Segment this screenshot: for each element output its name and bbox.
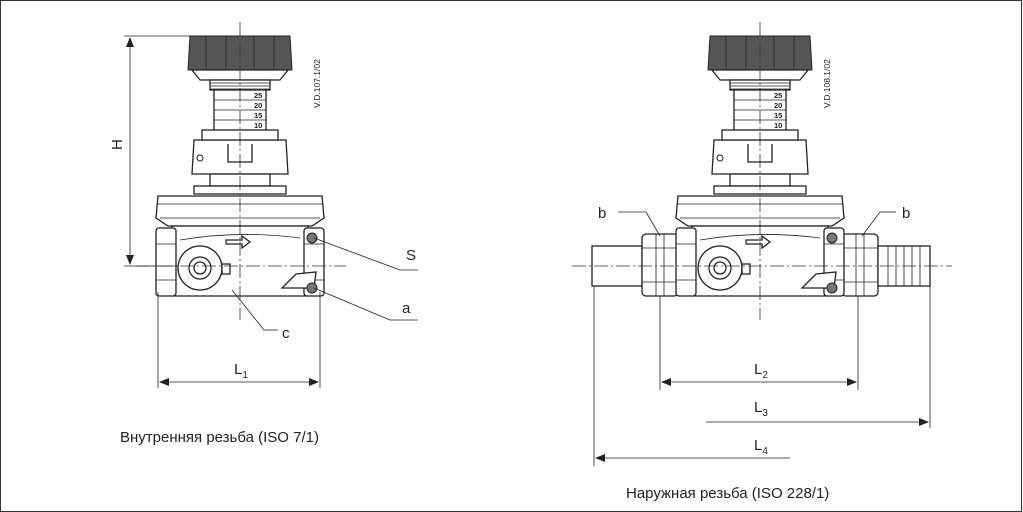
a-label: a — [402, 300, 411, 317]
left-scale-20: 20 — [254, 101, 262, 110]
c-leader — [231, 289, 265, 331]
left-caption: Внутренняя резьба (ISO 7/1) — [120, 429, 319, 446]
l1-label: L1 — [234, 361, 248, 381]
left-scale-10: 10 — [254, 121, 262, 130]
right-scale-25: 25 — [774, 91, 782, 100]
right-scale-10: 10 — [774, 121, 782, 130]
s-label: S — [406, 247, 416, 264]
right-scale-15: 15 — [774, 111, 782, 120]
b-left-leader — [645, 211, 661, 237]
a-leader — [313, 287, 391, 321]
l2-label: L2 — [754, 361, 768, 381]
l4-label: L4 — [754, 437, 768, 457]
left-union-nut — [641, 233, 679, 297]
s-leader — [313, 237, 401, 271]
left-scale-15: 15 — [254, 111, 262, 120]
right-caption: Наружная резьба (ISO 228/1) — [626, 485, 829, 502]
right-valve-drawing: 25 20 15 10 V.D.108.1/02 b b L2 L3 L4 На… — [572, 22, 952, 502]
b-left-label: b — [598, 205, 606, 222]
b-right-label: b — [902, 205, 910, 222]
left-scale-25: 25 — [254, 91, 262, 100]
l3-label: L3 — [754, 399, 768, 419]
right-union-nut — [841, 233, 879, 297]
height-label: H — [109, 139, 126, 150]
b-right-leader — [861, 211, 881, 237]
c-label: c — [282, 325, 290, 342]
left-drawing-code: V.D.107.1/02 — [312, 59, 322, 108]
left-valve-drawing: 25 20 15 10 V.D.107.1/02 H L1 S a c Внут… — [109, 22, 418, 446]
right-drawing-code: V.D.108.1/02 — [822, 59, 832, 108]
right-scale-20: 20 — [774, 101, 782, 110]
